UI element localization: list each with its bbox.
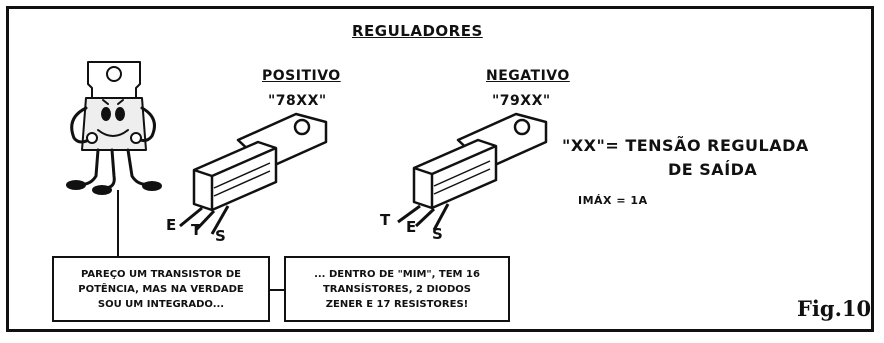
bubble-line: POTÊNCIA, MAS NA VERDADE [78,283,244,295]
figure-frame [6,6,874,332]
negative-pin-label: T [380,211,391,229]
figure-label: Fig.10 [797,296,872,321]
bubble-line: SOU UM INTEGRADO... [97,298,225,310]
bubble-line: TRANSÍSTORES, 2 DIODOS [322,283,472,295]
positive-pin-label: T [191,221,202,239]
xx-note-line1: "XX"= TENSÃO REGULADA [562,136,809,155]
positive-regulator-drawing [179,112,328,235]
negative-pin-label: S [432,225,443,243]
bubble-line: PAREÇO UM TRANSISTOR DE [81,268,241,280]
negative-regulator-drawing [397,112,548,231]
speech-bubble-left: PAREÇO UM TRANSISTOR DE POTÊNCIA, MAS NA… [52,256,270,322]
negative-code: "79XX" [492,93,551,109]
xx-note-line2: DE SAÍDA [668,160,758,179]
bubble-line: ... DENTRO DE "MIM", TEM 16 [314,268,480,280]
positive-pin-label: S [215,227,226,245]
bubble-line: ZENER E 17 RESISTORES! [325,298,469,310]
imax-label: IMÁX = 1A [578,194,648,207]
positive-pin-label: E [166,216,177,234]
cartoon-regulator-character [66,61,162,195]
speech-bubble-right: ... DENTRO DE "MIM", TEM 16 TRANSÍSTORES… [284,256,510,322]
positive-heading: POSITIVO [262,68,341,84]
positive-code: "78XX" [268,93,327,109]
negative-heading: NEGATIVO [486,68,570,84]
negative-pin-label: E [406,218,417,236]
diagram-title: REGULADORES [352,22,483,40]
